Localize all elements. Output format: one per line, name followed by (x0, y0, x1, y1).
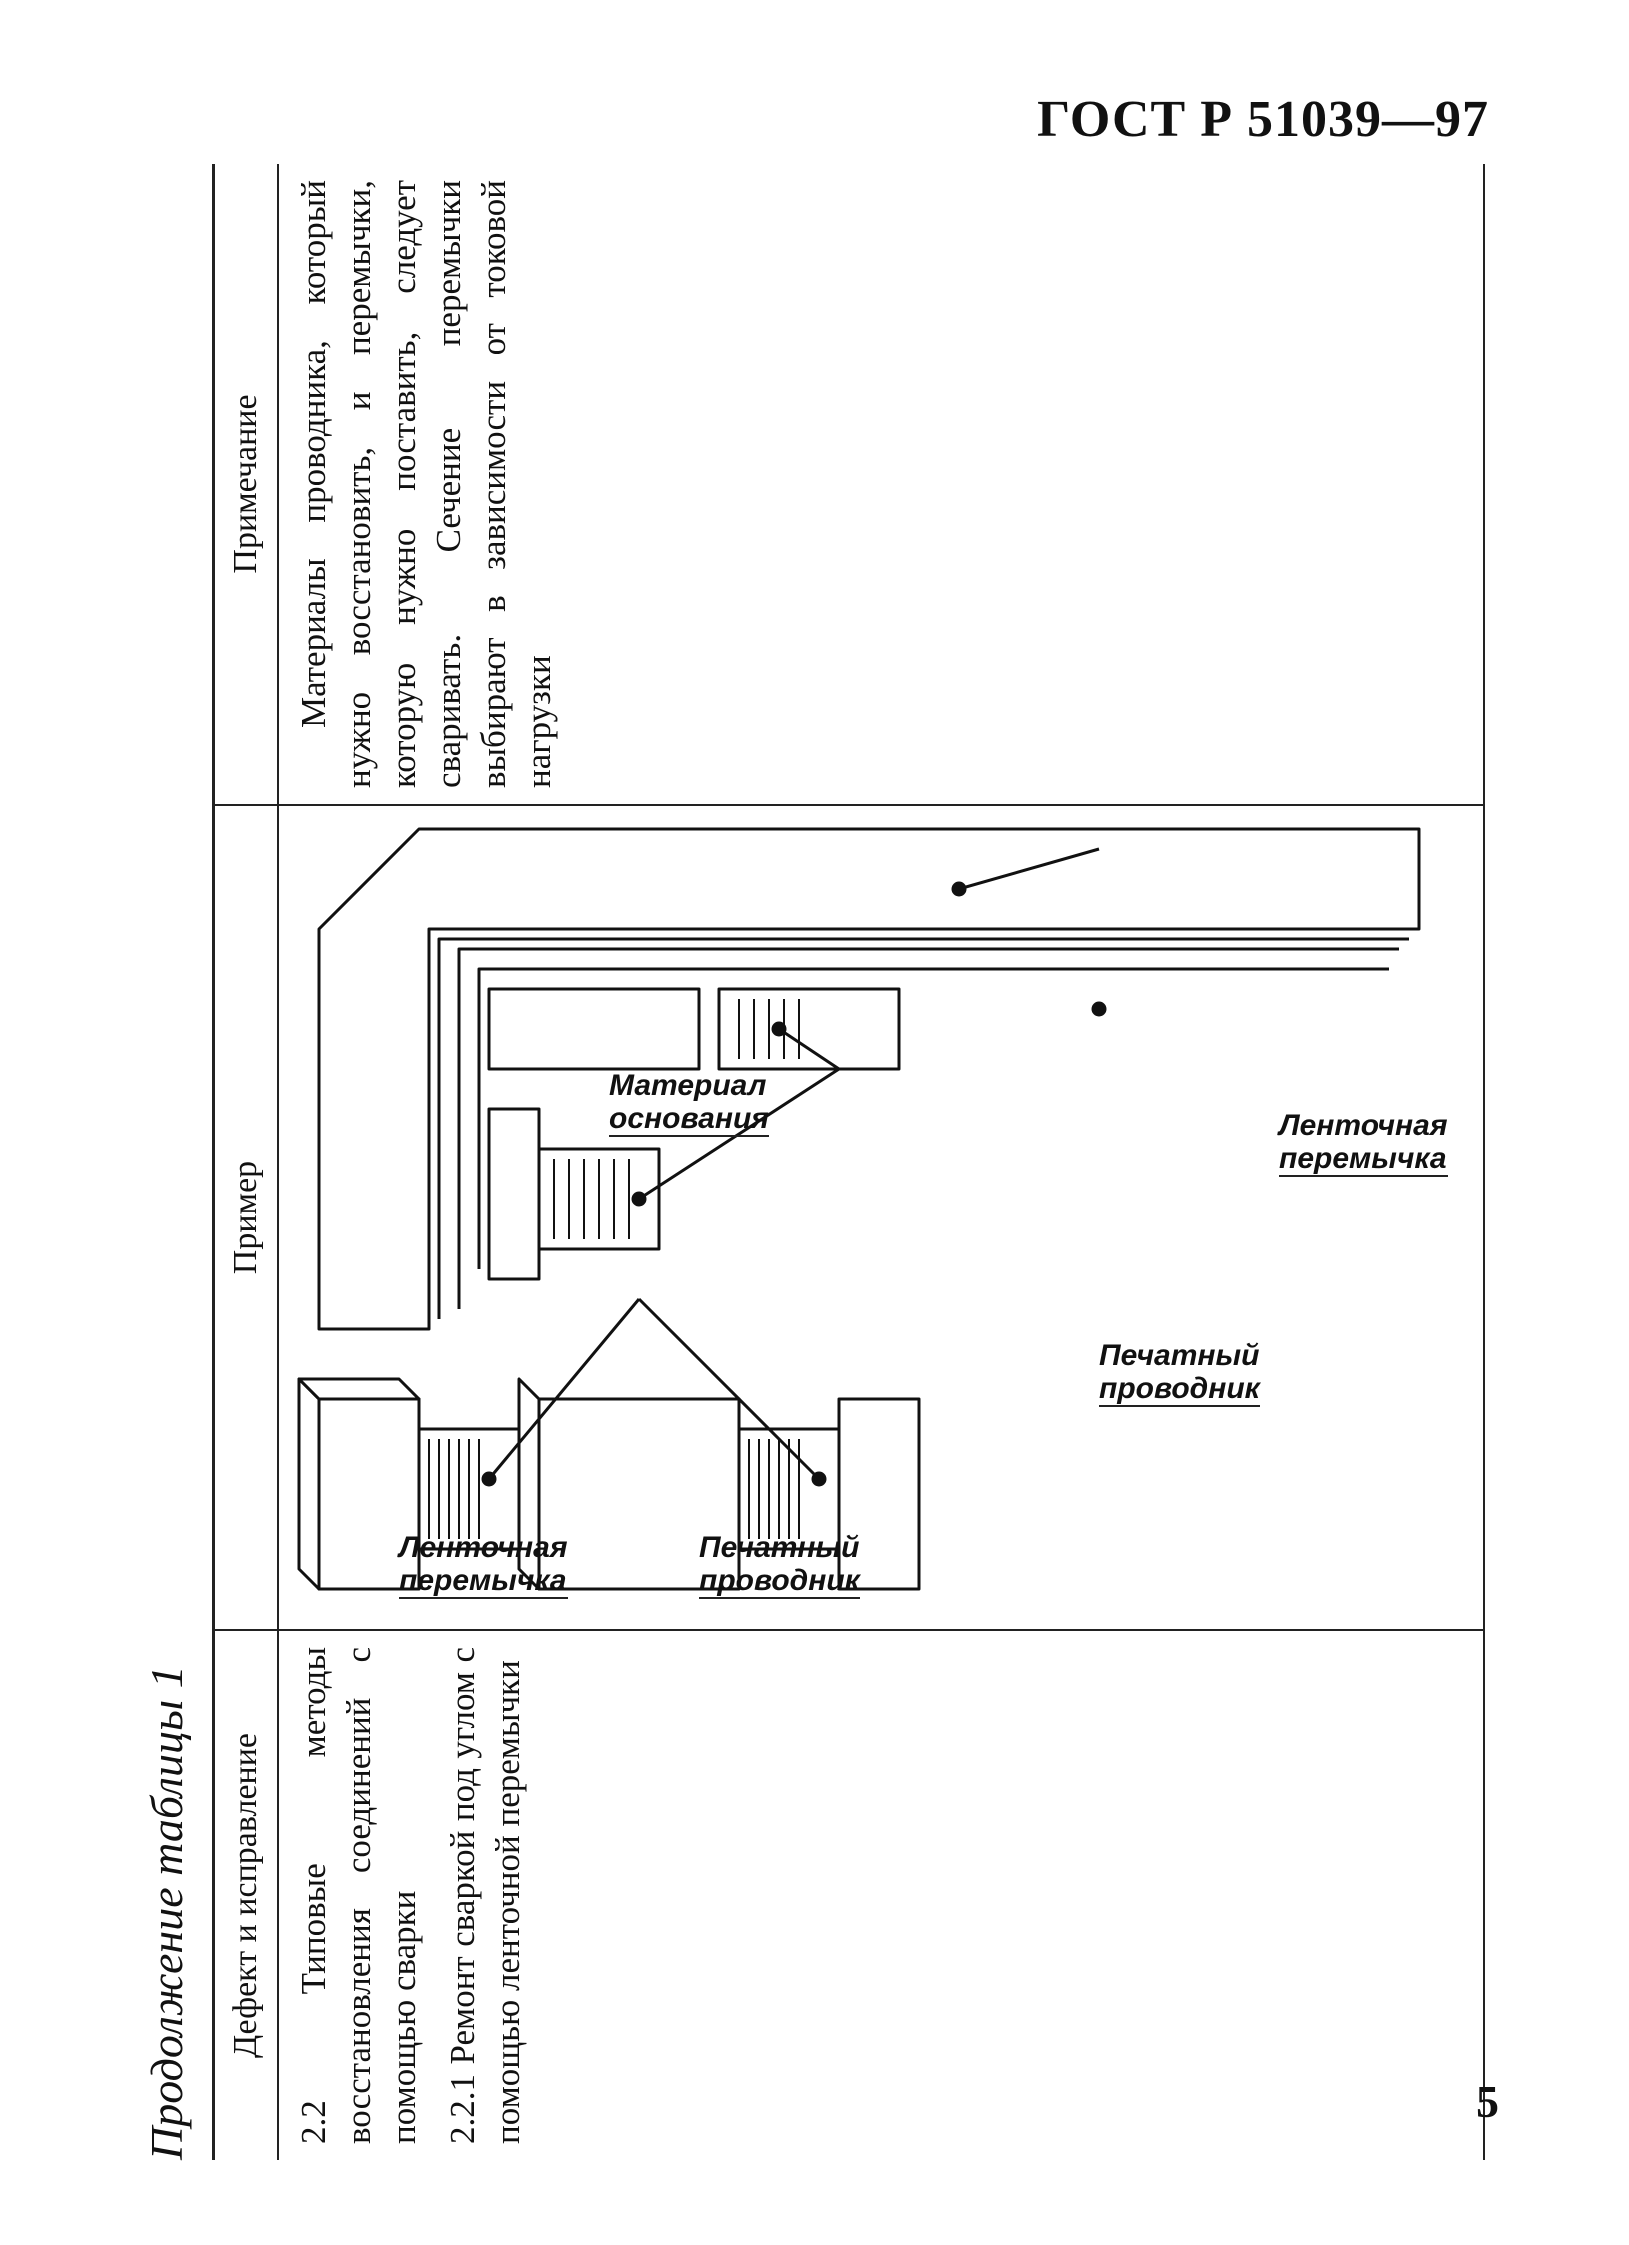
rotated-page-content: Продолжение таблицы 1 Дефект и исправлен… (140, 160, 1484, 2160)
small-strip-figure (297, 1377, 921, 1591)
board-figure (317, 827, 1421, 1331)
table-row: 2.2 Типовые методы восстановления соедин… (278, 164, 1484, 2160)
page-number: 5 (1476, 2076, 1499, 2127)
defect-item-2-2-1: 2.2.1 Ремонт сваркой под углом с помощью… (443, 1647, 527, 2144)
defect-cell: 2.2 Типовые методы восстановления соедин… (278, 1630, 1484, 2160)
table-header-row: Дефект и исправление Пример Примечание (213, 164, 278, 2160)
jumper-illustration (297, 827, 1421, 1591)
column-header-example: Пример (213, 805, 278, 1630)
column-header-defect: Дефект и исправление (213, 1630, 278, 2160)
defect-table: Дефект и исправление Пример Примечание 2… (212, 164, 1485, 2160)
document-code: ГОСТ Р 51039—97 (1037, 91, 1489, 148)
defect-item-2-2: 2.2 Типовые методы восстановления соедин… (294, 1647, 423, 2144)
column-header-note: Примечание (213, 164, 278, 805)
note-cell: Материалы проводника, который нужно восс… (278, 164, 1484, 805)
note-text: Материалы проводника, который нужно восс… (294, 180, 558, 788)
table-caption: Продолжение таблицы 1 (141, 1665, 192, 2160)
